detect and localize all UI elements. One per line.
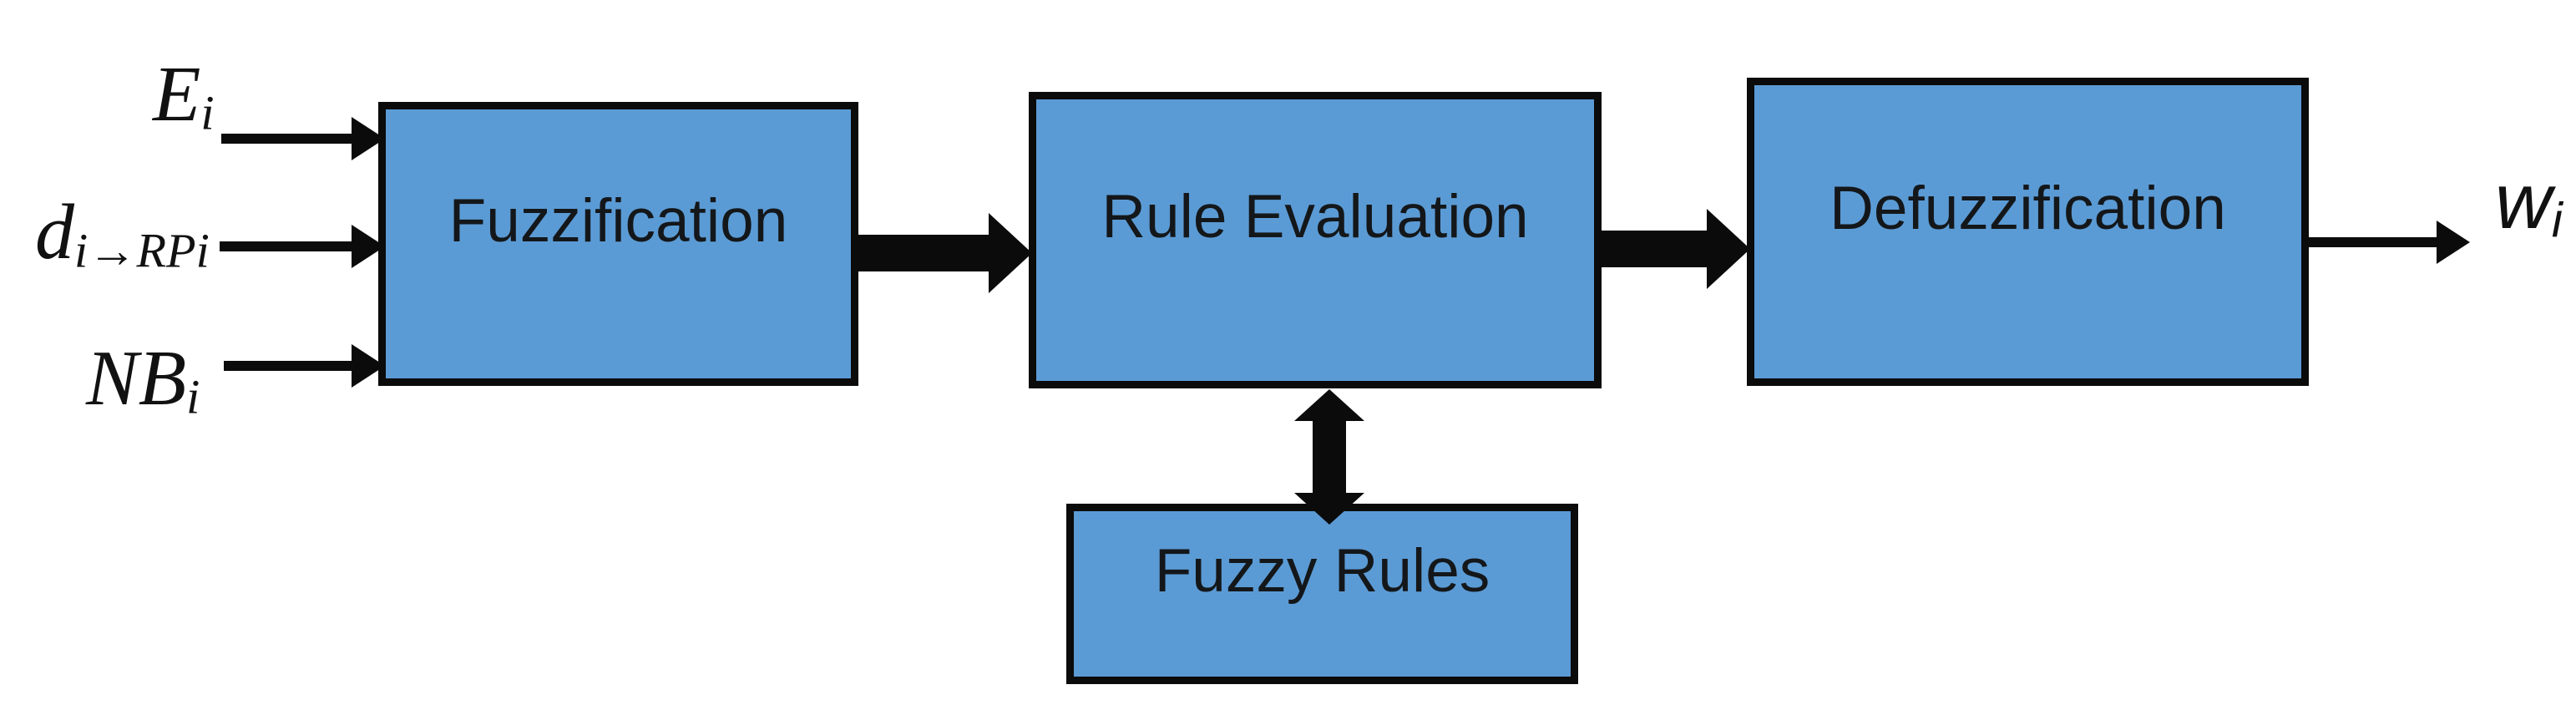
input-ei-base: E	[153, 51, 201, 138]
input-nbi-subscript: i	[186, 369, 200, 424]
block-label-fuzzy-rules: Fuzzy Rules	[1154, 536, 1490, 605]
block-rule-evaluation: Rule Evaluation	[1029, 92, 1602, 388]
arrow-head-icon	[989, 213, 1032, 293]
arrow-input-nbi	[224, 344, 385, 388]
input-label-di-rpi: di→RPi	[35, 193, 210, 276]
block-fuzzy-rules: Fuzzy Rules	[1066, 504, 1578, 684]
arrow-shaft	[221, 134, 357, 144]
arrow-head-down-icon	[1294, 493, 1364, 525]
arrow-head-icon	[352, 225, 385, 268]
output-wi-base: w	[2495, 157, 2552, 245]
arrow-fuzzification-to-rule-evaluation	[858, 213, 1032, 293]
arrow-rule-evaluation-fuzzy-rules-bidirectional	[1294, 389, 1364, 525]
arrow-shaft	[1602, 231, 1713, 267]
arrow-input-di-rpi	[220, 225, 385, 268]
input-nbi-base: NB	[86, 335, 187, 422]
block-fuzzification: Fuzzification	[378, 102, 858, 386]
arrow-input-ei	[221, 117, 385, 160]
block-label-defuzzification: Defuzzification	[1830, 175, 2226, 242]
input-di-subscript: i→RPi	[74, 223, 210, 278]
arrow-head-icon	[352, 117, 385, 160]
arrow-shaft	[858, 235, 995, 271]
output-label-wi: wi	[2495, 162, 2563, 246]
arrow-rule-evaluation-to-defuzzification	[1602, 209, 1750, 289]
arrow-shaft	[1313, 414, 1346, 500]
arrow-head-icon	[2437, 221, 2470, 264]
block-label-fuzzification: Fuzzification	[448, 186, 788, 255]
input-label-nbi: NBi	[86, 339, 200, 422]
arrow-shaft	[220, 241, 357, 251]
arrow-head-icon	[1707, 209, 1750, 289]
input-di-base: d	[35, 189, 74, 276]
block-label-rule-evaluation: Rule Evaluation	[1101, 183, 1529, 251]
arrow-defuzzification-to-output	[2309, 221, 2470, 264]
arrow-head-icon	[352, 344, 385, 388]
arrow-shaft	[224, 361, 357, 371]
arrow-shaft	[2309, 237, 2442, 247]
block-defuzzification: Defuzzification	[1747, 78, 2309, 386]
input-ei-subscript: i	[200, 85, 215, 140]
input-label-ei: Ei	[153, 55, 215, 138]
output-wi-subscript: i	[2551, 193, 2563, 248]
